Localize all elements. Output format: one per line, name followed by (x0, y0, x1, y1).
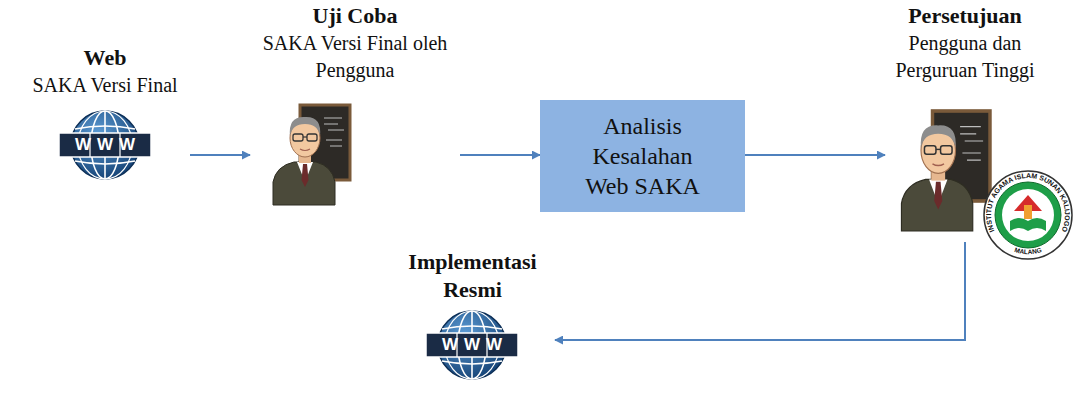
flow-arrow (190, 154, 250, 156)
step-text: SAKA Versi Final oleh Pengguna (250, 30, 460, 84)
flow-arrow (745, 154, 885, 156)
university-logo: INSTITUT AGAMA ISLAM SUNAN KALIJOGO MALAN… (984, 171, 1072, 259)
globe-label: WWW (69, 135, 141, 155)
process-step: PersetujuanPengguna dan Perguruan Tinggi (885, 2, 1045, 242)
step-heading: Implementasi Resmi (390, 248, 555, 303)
logo-text: MALANG (1014, 246, 1043, 255)
user-icon (901, 111, 990, 231)
process-step: Implementasi Resmi (390, 248, 555, 383)
globe-label: WWW (436, 335, 508, 355)
logo-text: INSTITUT AGAMA ISLAM SUNAN KALIJOGO (985, 172, 1071, 234)
text-wrap: Analisis Kesalahan Web SAKA (576, 111, 709, 201)
step-text: SAKA Versi Final (20, 72, 190, 99)
user-icon (273, 105, 350, 205)
flow-arrow (555, 242, 965, 340)
flow-arrow (460, 154, 540, 156)
step-text: Analisis Kesalahan Web SAKA (576, 111, 709, 201)
step-heading: Web (20, 44, 190, 72)
process-box: Analisis Kesalahan Web SAKA (540, 100, 745, 212)
step-heading: Persetujuan (885, 2, 1045, 30)
step-text: Pengguna dan Perguruan Tinggi (885, 30, 1045, 84)
globe-icon (426, 311, 518, 379)
step-heading: Uji Coba (250, 2, 460, 30)
globe-icon (59, 111, 151, 179)
process-step: WebSAKA Versi Final (20, 44, 190, 184)
process-step: Uji CobaSAKA Versi Final oleh Pengguna (250, 2, 460, 207)
